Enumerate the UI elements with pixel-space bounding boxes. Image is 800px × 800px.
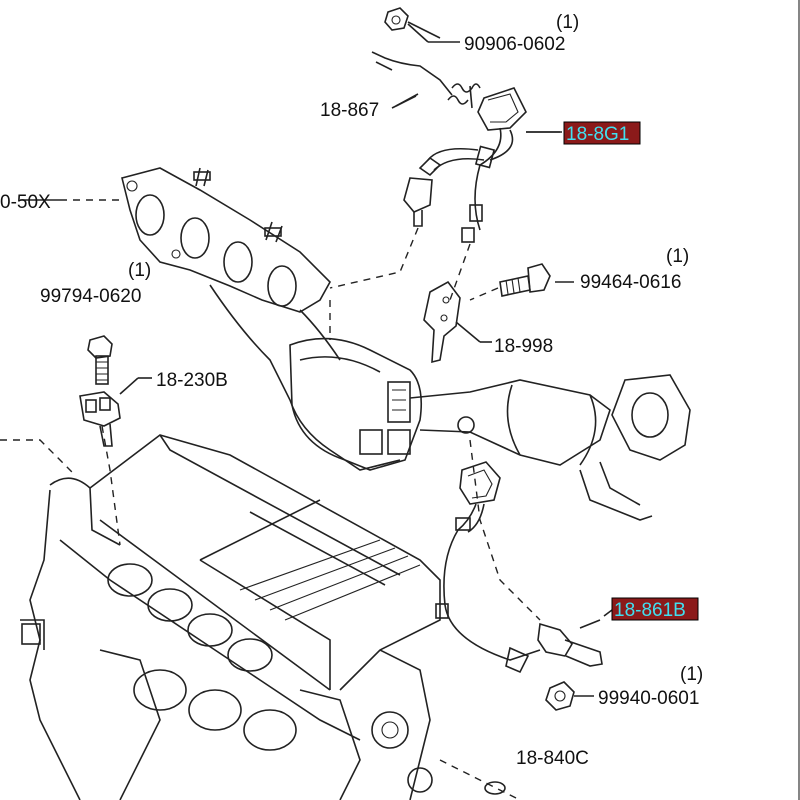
callout-90906-0602[interactable]: (1) 90906-0602 bbox=[464, 12, 579, 55]
callout-part-number: 90906-0602 bbox=[464, 34, 565, 55]
callout-part-number: 18-8G1 bbox=[566, 124, 629, 145]
callout-99464-0616[interactable]: (1) 99464-0616 bbox=[580, 246, 689, 293]
upper-o2-sensor bbox=[403, 87, 560, 243]
callout-99940-0601[interactable]: (1) 99940-0601 bbox=[598, 664, 703, 709]
callout-qty: (1) bbox=[128, 260, 151, 281]
callout-part-number: 18-861B bbox=[614, 600, 686, 621]
sensor-18-230b bbox=[79, 391, 121, 447]
callout-part-number: 18-230B bbox=[156, 370, 228, 391]
callout-part-number: 18-867 bbox=[320, 100, 379, 121]
exhaust-manifold bbox=[121, 167, 401, 471]
callout-part-number: 18-840C bbox=[516, 748, 589, 769]
gasket-18-840c bbox=[484, 781, 506, 795]
bolt-99794 bbox=[87, 335, 113, 385]
callout-18-8g1[interactable]: 18-8G1 bbox=[563, 121, 641, 145]
callout-part-number: 99940-0601 bbox=[598, 688, 699, 709]
clip-wire bbox=[371, 51, 481, 109]
callout-part-number: 99794-0620 bbox=[40, 286, 141, 307]
callout-18-998[interactable]: 18-998 bbox=[494, 336, 553, 357]
dashed-lines bbox=[0, 199, 541, 800]
highlight-box bbox=[611, 597, 699, 621]
callout-part-number: 18-998 bbox=[494, 336, 553, 357]
bolt-99464 bbox=[499, 263, 551, 297]
engine-block bbox=[20, 434, 441, 800]
bracket bbox=[423, 280, 461, 364]
highlight-box bbox=[563, 121, 641, 145]
nut-99940 bbox=[545, 681, 575, 711]
callout-qty: (1) bbox=[666, 246, 689, 267]
catalytic-converter bbox=[289, 337, 691, 521]
leader-lines bbox=[20, 23, 613, 697]
callout-18-861b[interactable]: 18-861B bbox=[611, 597, 699, 621]
callout-part-number: 99464-0616 bbox=[580, 272, 681, 293]
callout-qty: (1) bbox=[680, 664, 703, 685]
callout-part-number: 0-50X bbox=[0, 192, 51, 213]
nut-top bbox=[384, 7, 441, 39]
lower-o2-sensor bbox=[435, 461, 603, 674]
callout-18-230b[interactable]: 18-230B bbox=[156, 370, 228, 391]
callout-0-50x[interactable]: 0-50X bbox=[0, 192, 51, 213]
callout-18-840c[interactable]: 18-840C bbox=[516, 748, 589, 769]
callout-99794-0620[interactable]: (1) 99794-0620 bbox=[40, 260, 151, 307]
callout-qty: (1) bbox=[556, 12, 579, 33]
callout-18-867[interactable]: 18-867 bbox=[320, 100, 379, 121]
